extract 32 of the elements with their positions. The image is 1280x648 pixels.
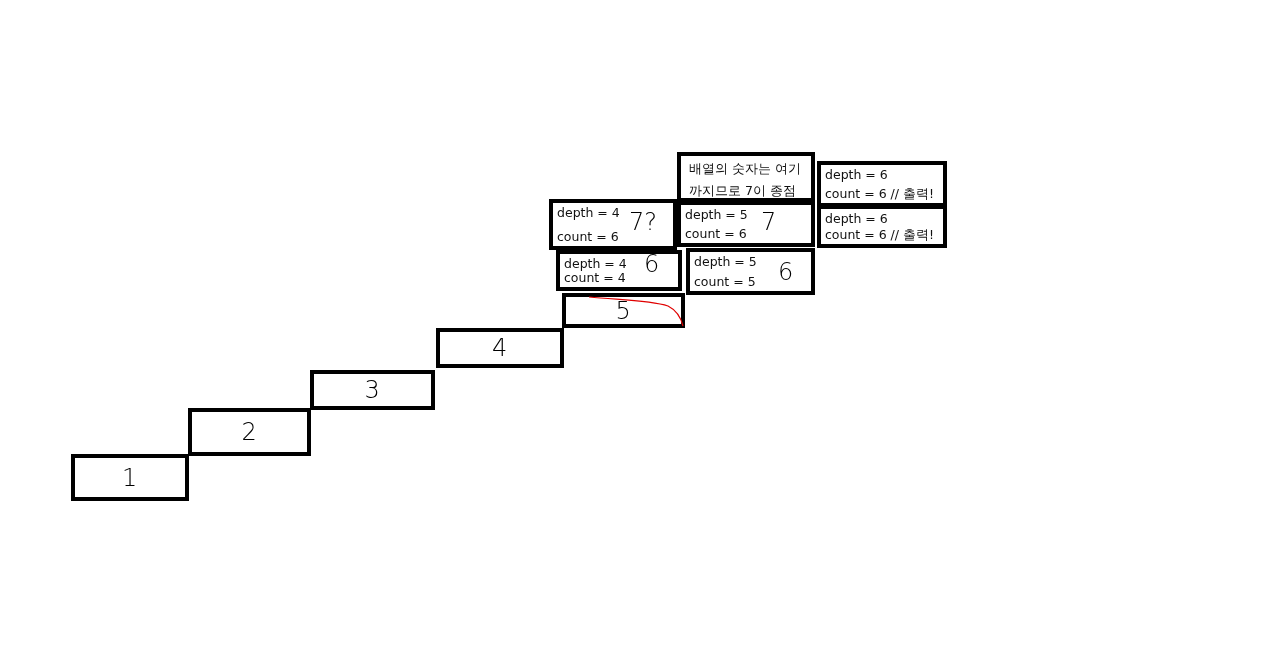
depth-text: depth = 5: [685, 207, 748, 222]
count-text: count = 6 // 출력!: [825, 186, 935, 201]
state-box: [677, 201, 815, 247]
count-text: count = 6: [685, 226, 747, 241]
depth-text: depth = 5: [694, 254, 757, 269]
handwritten-number: 3: [364, 377, 380, 403]
step-box: [436, 328, 564, 368]
count-text: count = 5: [694, 274, 756, 289]
handwritten-number: 7: [761, 209, 777, 235]
handwritten-number: 7?: [629, 209, 657, 235]
state-box: [817, 161, 947, 207]
count-text: count = 6 // 출력!: [825, 227, 935, 242]
handwritten-number: 5: [615, 297, 631, 324]
note-box: [677, 152, 815, 202]
state-box: [556, 250, 682, 291]
step-box: [310, 370, 435, 410]
depth-text: depth = 6: [825, 167, 888, 182]
handwritten-number: 6: [644, 251, 660, 277]
step-box: [188, 408, 311, 456]
step-box: [71, 454, 189, 501]
handwritten-number: 1: [122, 464, 138, 491]
count-text: count = 6: [557, 229, 619, 244]
depth-text: depth = 4: [564, 256, 627, 271]
step-box: [562, 293, 685, 328]
handwritten-number: 2: [241, 419, 257, 445]
count-text: count = 4: [564, 270, 626, 285]
depth-text: depth = 6: [825, 211, 888, 226]
state-box: [817, 205, 947, 248]
state-box: [686, 248, 815, 295]
handwritten-number: 4: [492, 335, 508, 361]
handwritten-number: 6: [778, 259, 794, 285]
depth-text: depth = 4: [557, 205, 620, 220]
